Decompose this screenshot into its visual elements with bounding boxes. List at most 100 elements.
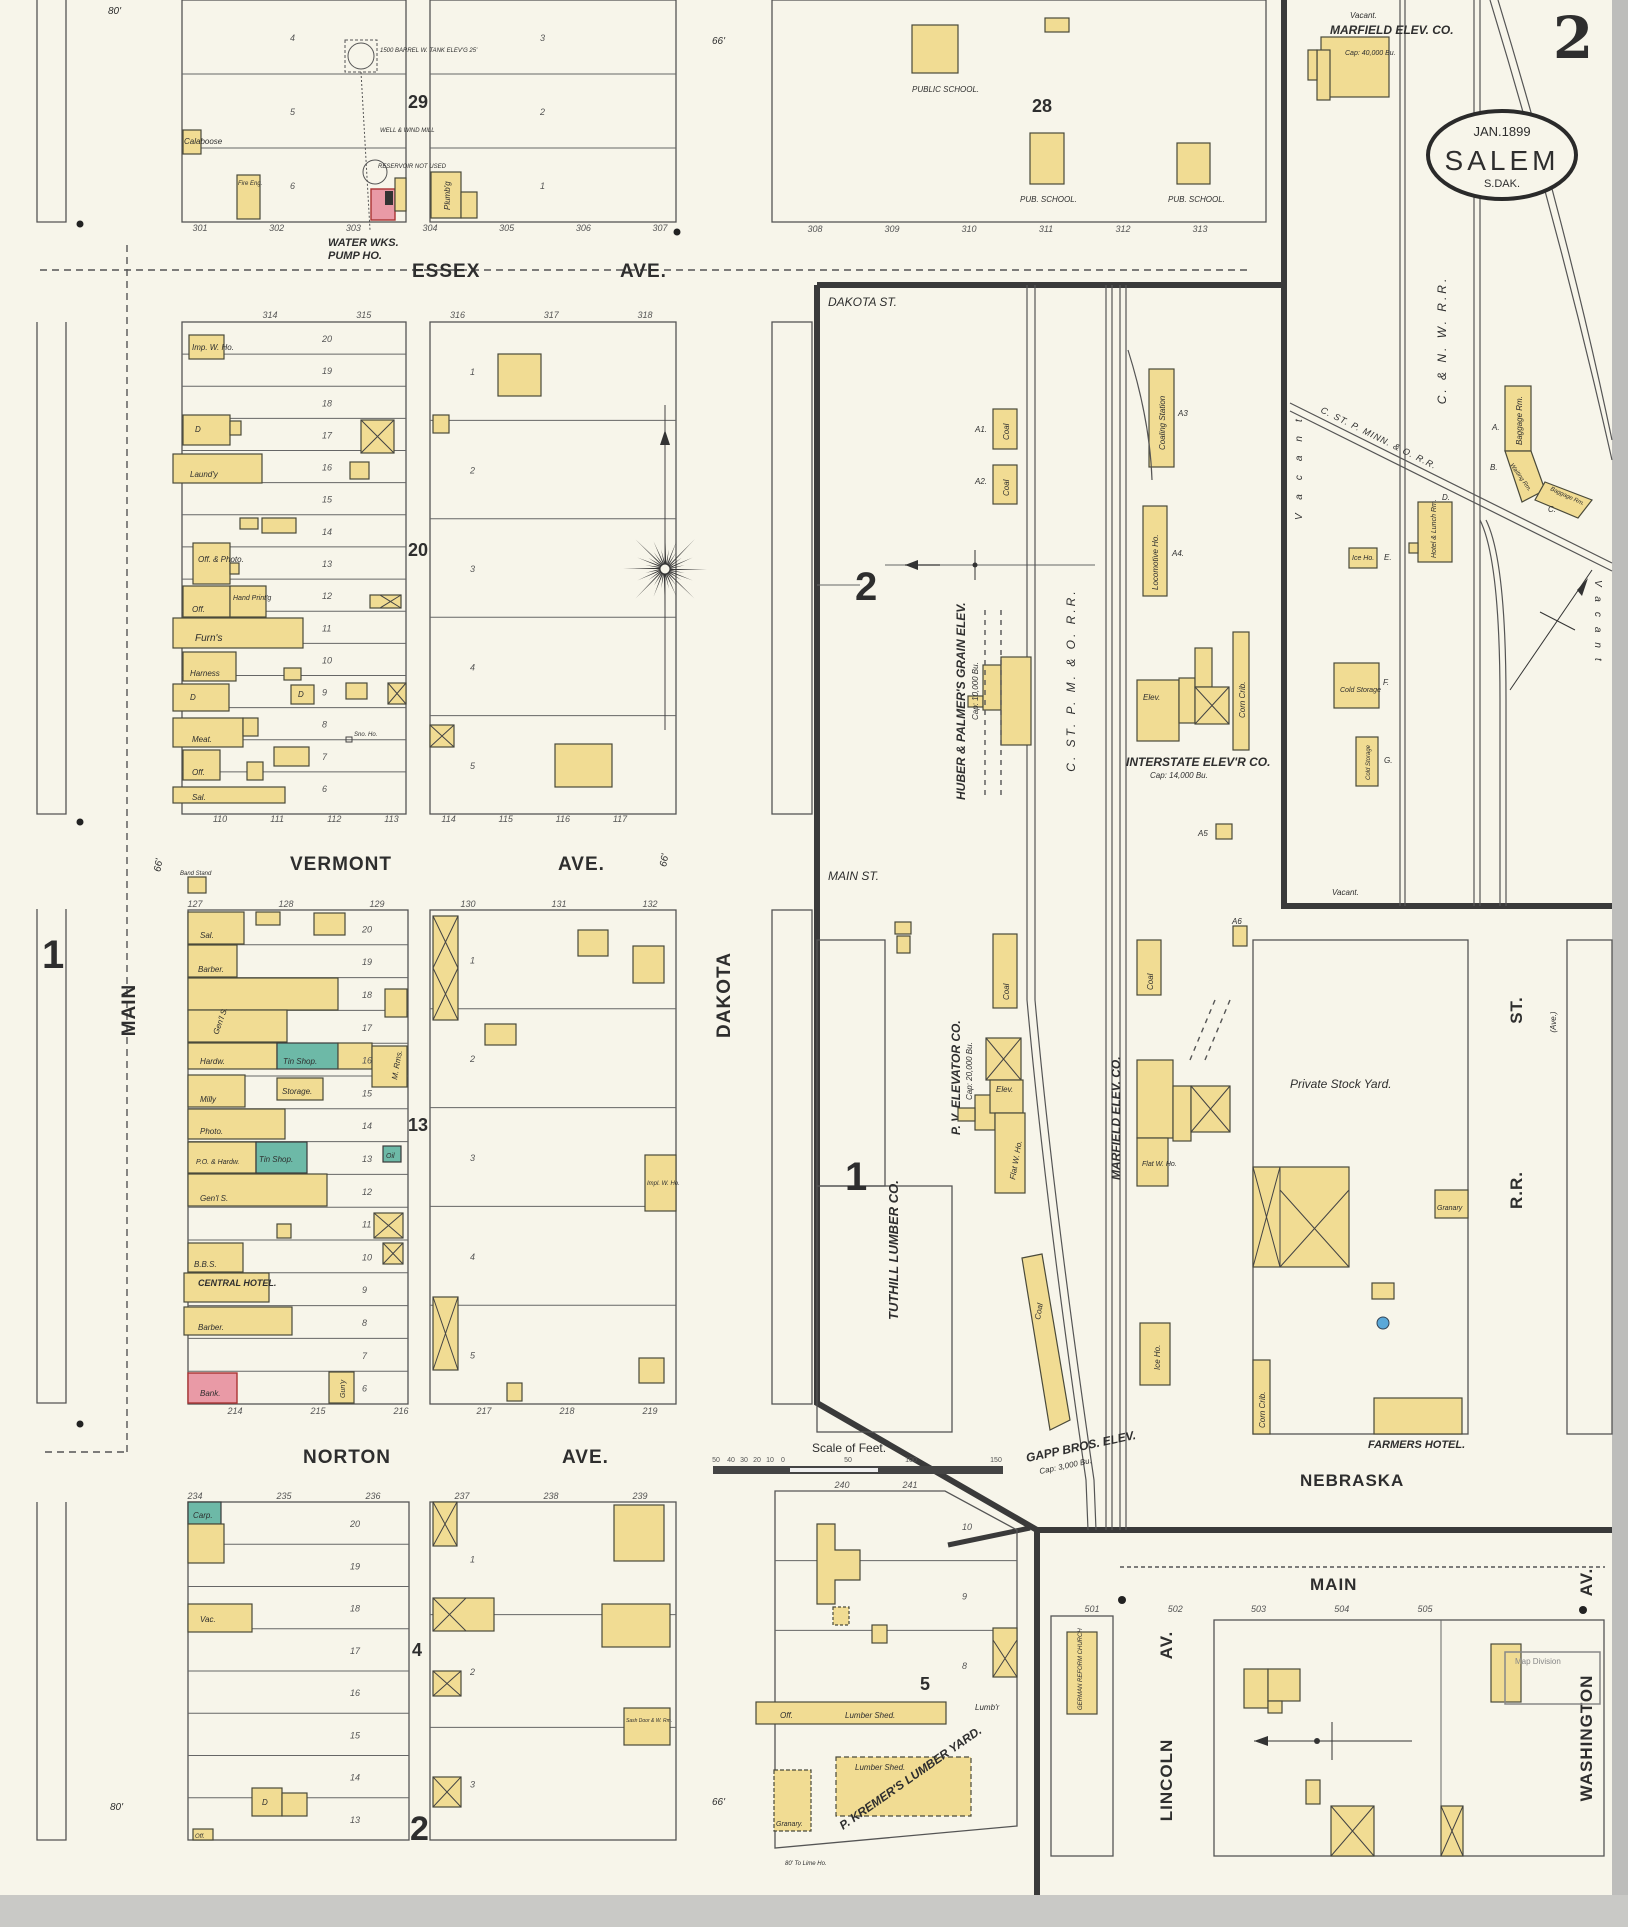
stock-yard-label: Private Stock Yard.	[1290, 1077, 1392, 1091]
building-label: 80' To Lime Ho.	[785, 1861, 827, 1867]
fire-engine-house	[236, 174, 261, 220]
lot-number: 15	[322, 495, 333, 505]
address-number: 503	[1251, 1604, 1266, 1614]
compass-spoke	[635, 539, 665, 569]
building-label: B.	[1490, 463, 1498, 472]
building-label: Laund'y	[190, 470, 219, 479]
capacity-label: Cap: 14,000 Bu.	[1150, 771, 1208, 780]
building-label: Flat W. Ho.	[1142, 1161, 1177, 1168]
library-stamp: Map Division	[1515, 1657, 1561, 1666]
address-number: 214	[226, 1406, 242, 1416]
dimension-label: 66'	[712, 1797, 726, 1808]
huber-palmer-elevator	[1000, 656, 1032, 746]
lot-number: 3	[470, 1153, 475, 1163]
building-label: Gen'l S.	[200, 1194, 228, 1203]
building-label: Lumber Shed.	[845, 1711, 895, 1720]
lot-number: 20	[361, 924, 372, 934]
block-28: PUBLIC SCHOOL. 28 PUB. SCHOOL. PUB. SCHO…	[712, 17, 1225, 204]
lot-number: 16	[362, 1056, 372, 1066]
vacant-label: Vacant	[1592, 580, 1603, 671]
street-norton: NORTON	[303, 1447, 391, 1468]
compass-spoke	[663, 569, 665, 611]
lot-number: 6	[322, 784, 327, 794]
lot-number: 15	[350, 1730, 361, 1740]
lot-number: 18	[350, 1604, 360, 1614]
building-label: CENTRAL HOTEL.	[198, 1278, 276, 1288]
scale-tick-label: 10	[766, 1457, 774, 1464]
address-number: 303	[346, 223, 361, 233]
street-dakota: DAKOTA	[714, 952, 735, 1038]
address-number: 127	[187, 899, 203, 909]
street-washington: WASHINGTON	[1577, 1675, 1596, 1802]
lot-number: 2	[469, 466, 475, 476]
block-20: 20 Imp. W. Ho. D Laund'y Off. & Photo. O…	[172, 334, 707, 804]
lot-number: 19	[362, 957, 372, 967]
building-label: Sash Door & W. Rm.	[626, 1718, 672, 1724]
building-label: Sal.	[200, 931, 214, 940]
lot-number: 18	[322, 398, 332, 408]
sheet-number: 2	[1553, 4, 1593, 72]
dwelling	[497, 353, 542, 397]
capacity-label: Cap: 20,000 Bu.	[965, 1042, 974, 1100]
street-essex: ESSEX	[412, 261, 480, 282]
block-number-13: 13	[408, 1115, 428, 1135]
address-number: 219	[641, 1406, 657, 1416]
lot-number: 17	[322, 430, 333, 440]
building-label: A3	[1177, 409, 1188, 418]
building-label: Ice Ho.	[1153, 1345, 1162, 1370]
lot-number: 7	[322, 752, 328, 762]
address-number: 132	[642, 899, 657, 909]
tank-label: 1500 BARREL W. TANK ELEV'G 25'	[380, 48, 478, 54]
map-date: JAN.1899	[1473, 124, 1530, 139]
building-label: Locomotive Ho.	[1151, 534, 1160, 590]
lot-number: 2	[539, 107, 545, 117]
address-number: 234	[186, 1491, 202, 1501]
building-label: Ice Ho.	[1352, 555, 1374, 562]
lot-number: 11	[322, 623, 331, 633]
reservoir-label: RESERVOIR NOT USED	[378, 164, 447, 170]
building-label: Off.	[780, 1711, 793, 1720]
capacity-label: Cap: 40,000 Bu.	[1345, 50, 1396, 57]
building-label: Off.	[195, 1834, 205, 1840]
scale-tick-label: 0	[781, 1457, 785, 1464]
address-number: 312	[1115, 224, 1130, 234]
lot-number: 9	[322, 688, 327, 698]
lot-number: 10	[362, 1252, 372, 1262]
dimension-label: 80'	[108, 6, 122, 17]
building-label: Sal.	[192, 793, 206, 802]
lot-number: 11	[362, 1220, 371, 1230]
scale-tick-label: 20	[753, 1457, 761, 1464]
map-city: SALEM	[1445, 145, 1560, 176]
scan-edge	[1612, 0, 1628, 1927]
building-label: Furn's	[195, 633, 222, 644]
pub-school-building-2	[1176, 142, 1211, 185]
building-label: Baggage Rm.	[1515, 396, 1524, 445]
pump-house-label: PUMP HO.	[328, 250, 382, 262]
address-number: 128	[278, 899, 293, 909]
dimension-label: 66'	[658, 852, 671, 868]
street-norton-ave: AVE.	[562, 1447, 609, 1468]
compass-center	[659, 563, 671, 575]
scan-edge-bottom	[0, 1895, 1628, 1927]
street-washington-av: AV.	[1577, 1568, 1596, 1597]
building-label: P.O. & Hardw.	[196, 1159, 240, 1166]
lot-number: 4	[470, 662, 475, 672]
building-label: D.	[1442, 493, 1450, 502]
building-label: E.	[1384, 553, 1392, 562]
building-label: Off.	[192, 768, 205, 777]
block-29: 29 1500 BARREL W. TANK ELEV'G 25' WELL &…	[182, 39, 478, 262]
street-nebraska: NEBRASKA	[1300, 1471, 1404, 1490]
calaboose-building	[182, 129, 202, 155]
calaboose-label: Calaboose	[184, 137, 223, 146]
lot-number: 14	[322, 527, 332, 537]
building-label: Tin Shop.	[283, 1057, 317, 1066]
address-number: 216	[392, 1406, 408, 1416]
scale-tick-label: 50	[844, 1457, 852, 1464]
building-label: D	[262, 1798, 268, 1807]
main-street-left: MAIN 1 80' 80'	[36, 0, 1250, 1841]
lot-number: 12	[322, 591, 332, 601]
building-label: Elev.	[1143, 693, 1160, 702]
lot-number: 1	[470, 1554, 475, 1564]
